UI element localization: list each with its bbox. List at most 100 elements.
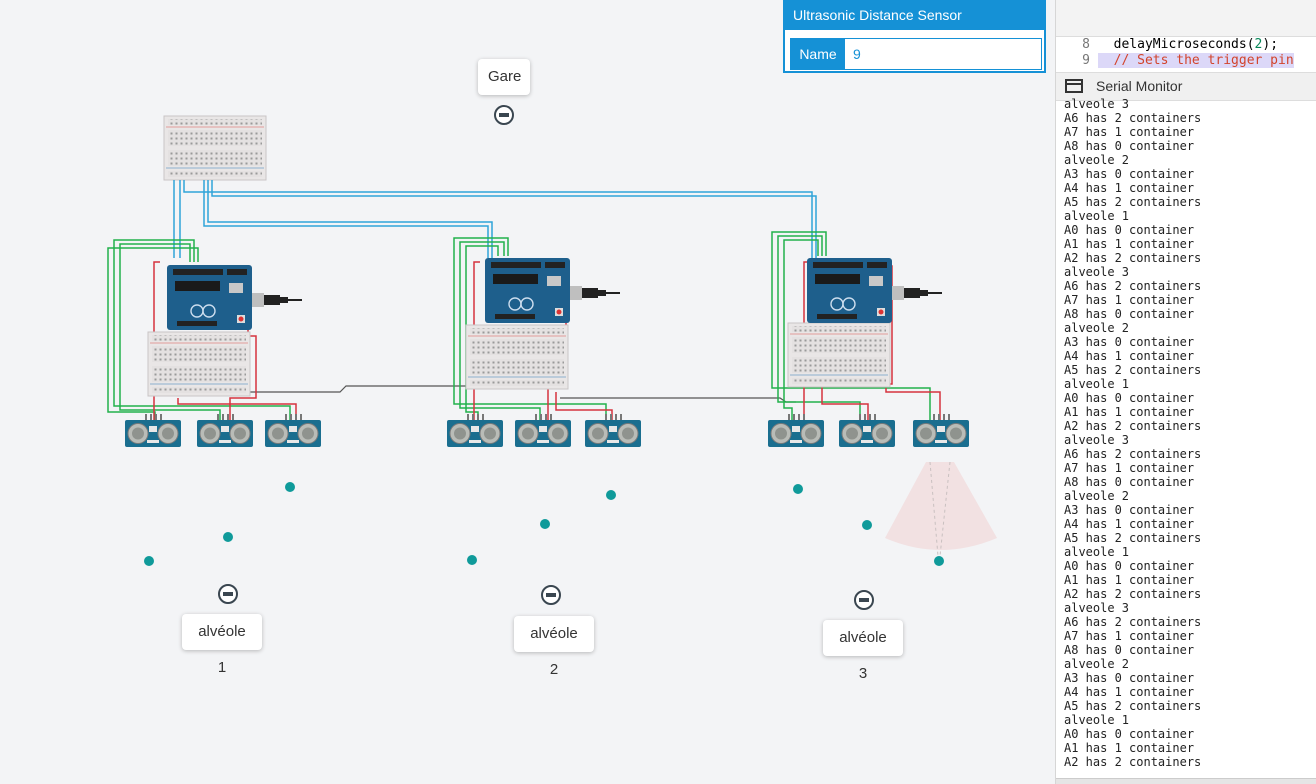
serial-line: A7 has 1 container [1064, 461, 1195, 475]
label-gare-text: Gare [488, 68, 522, 85]
code-toolbar [1056, 0, 1316, 37]
serial-input-bar[interactable] [1056, 778, 1316, 784]
serial-line: A5 has 2 containers [1064, 195, 1202, 209]
serial-line: A8 has 0 container [1064, 139, 1195, 153]
sensor-1c[interactable] [264, 413, 322, 448]
remove-circle-icon[interactable] [494, 105, 514, 125]
serial-line: A5 has 2 containers [1064, 363, 1202, 377]
breadboard-3[interactable] [787, 322, 891, 388]
serial-line: A1 has 1 container [1064, 237, 1195, 251]
sensor-range-cone[interactable] [885, 461, 997, 557]
label-alveole-1-text: alvéole 1 [198, 623, 246, 676]
serial-line: alveole 1 [1064, 209, 1130, 223]
label-alveole-1[interactable]: alvéole 1 [182, 614, 262, 676]
serial-line: A7 has 1 container [1064, 293, 1195, 307]
serial-line: alveole 1 [1064, 545, 1130, 559]
serial-line: A1 has 1 container [1064, 573, 1195, 587]
serial-line: A3 has 0 container [1064, 503, 1195, 517]
serial-line: alveole 2 [1064, 489, 1130, 503]
serial-line: A8 has 0 container [1064, 307, 1195, 321]
sensor-2b[interactable] [514, 413, 572, 448]
label-alveole-3-text: alvéole 3 [839, 629, 887, 682]
code-text: // Sets the trigger pin [1098, 53, 1294, 68]
serial-line: A6 has 2 containers [1064, 111, 1202, 125]
label-gare[interactable]: Gare [478, 59, 530, 95]
serial-line: alveole 1 [1064, 377, 1130, 391]
line-number: 9 [1082, 53, 1090, 68]
serial-line: A0 has 0 container [1064, 559, 1195, 573]
sensor-3a[interactable] [767, 413, 825, 448]
sensor-2c[interactable] [584, 413, 642, 448]
serial-line: A2 has 2 containers [1064, 251, 1202, 265]
serial-line: A4 has 1 container [1064, 685, 1195, 699]
label-alveole-2[interactable]: alvéole 2 [514, 616, 594, 678]
sensor-3b[interactable] [838, 413, 896, 448]
code-editor[interactable]: 8 delayMicroseconds(2); 9 // Sets the tr… [1056, 37, 1316, 71]
serial-line: A2 has 2 containers [1064, 419, 1202, 433]
serial-line: alveole 3 [1064, 265, 1130, 279]
target-objects[interactable] [144, 482, 944, 566]
remove-circle-icon[interactable] [541, 585, 561, 605]
serial-line: alveole 3 [1064, 601, 1130, 615]
code-text: delayMicroseconds(2); [1098, 37, 1279, 52]
serial-line: A3 has 0 container [1064, 167, 1195, 181]
inspector-title: Ultrasonic Distance Sensor [785, 2, 1044, 30]
serial-line: A4 has 1 container [1064, 349, 1195, 363]
serial-line: A6 has 2 containers [1064, 447, 1202, 461]
breadboard-gare[interactable] [163, 115, 267, 181]
serial-monitor-title: Serial Monitor [1096, 78, 1183, 94]
name-label: Name [791, 39, 845, 69]
serial-line: A4 has 1 container [1064, 181, 1195, 195]
serial-monitor-header[interactable]: Serial Monitor [1056, 72, 1316, 101]
serial-line: A5 has 2 containers [1064, 531, 1202, 545]
sensor-1a[interactable] [124, 413, 182, 448]
serial-line: A5 has 2 containers [1064, 699, 1202, 713]
arduino-2[interactable] [484, 257, 621, 324]
circuit-diagram[interactable] [0, 0, 1055, 784]
sensor-3c-selected[interactable] [912, 413, 970, 448]
serial-line: A0 has 0 container [1064, 223, 1195, 237]
remove-circle-icon[interactable] [854, 590, 874, 610]
arduino-1[interactable] [166, 264, 303, 331]
component-inspector: Ultrasonic Distance Sensor Name 9 [783, 0, 1046, 73]
serial-line: A2 has 2 containers [1064, 587, 1202, 601]
remove-circle-icon[interactable] [218, 584, 238, 604]
serial-line: alveole 2 [1064, 657, 1130, 671]
serial-line: A3 has 0 container [1064, 335, 1195, 349]
serial-line: alveole 2 [1064, 321, 1130, 335]
serial-line: alveole 3 [1064, 433, 1130, 447]
sensor-2a[interactable] [446, 413, 504, 448]
serial-line: A4 has 1 container [1064, 517, 1195, 531]
serial-line: A1 has 1 container [1064, 405, 1195, 419]
serial-line: A6 has 2 containers [1064, 615, 1202, 629]
serial-line: A0 has 0 container [1064, 727, 1195, 741]
breadboard-2[interactable] [465, 324, 569, 390]
breadboard-1[interactable] [147, 331, 251, 397]
serial-line: alveole 2 [1064, 153, 1130, 167]
serial-line: A6 has 2 containers [1064, 279, 1202, 293]
serial-line: A1 has 1 container [1064, 741, 1195, 755]
bus-wires [173, 180, 817, 403]
code-panel: 8 delayMicroseconds(2); 9 // Sets the tr… [1055, 0, 1316, 784]
line-number: 8 [1082, 37, 1090, 52]
code-line[interactable]: 9 // Sets the trigger pin [1056, 53, 1316, 69]
serial-line: A7 has 1 container [1064, 629, 1195, 643]
serial-line: alveole 3 [1064, 97, 1130, 111]
circuit-canvas[interactable]: Gare alvéole 1 alvéole 2 alvéole 3 Ultra… [0, 0, 1055, 784]
serial-line: A2 has 2 containers [1064, 755, 1202, 769]
serial-line: A8 has 0 container [1064, 475, 1195, 489]
serial-line: A0 has 0 container [1064, 391, 1195, 405]
serial-line: A7 has 1 container [1064, 125, 1195, 139]
arduino-3[interactable] [806, 257, 943, 324]
code-line[interactable]: 8 delayMicroseconds(2); [1056, 37, 1316, 53]
label-alveole-3[interactable]: alvéole 3 [823, 620, 903, 682]
serial-line: A8 has 0 container [1064, 643, 1195, 657]
name-row: Name 9 [790, 38, 1042, 70]
sensor-1b[interactable] [196, 413, 254, 448]
serial-line: A3 has 0 container [1064, 671, 1195, 685]
name-input[interactable]: 9 [853, 46, 861, 62]
serial-monitor-icon [1065, 79, 1083, 93]
wires-group-1 [107, 239, 297, 420]
label-alveole-2-text: alvéole 2 [530, 625, 578, 678]
